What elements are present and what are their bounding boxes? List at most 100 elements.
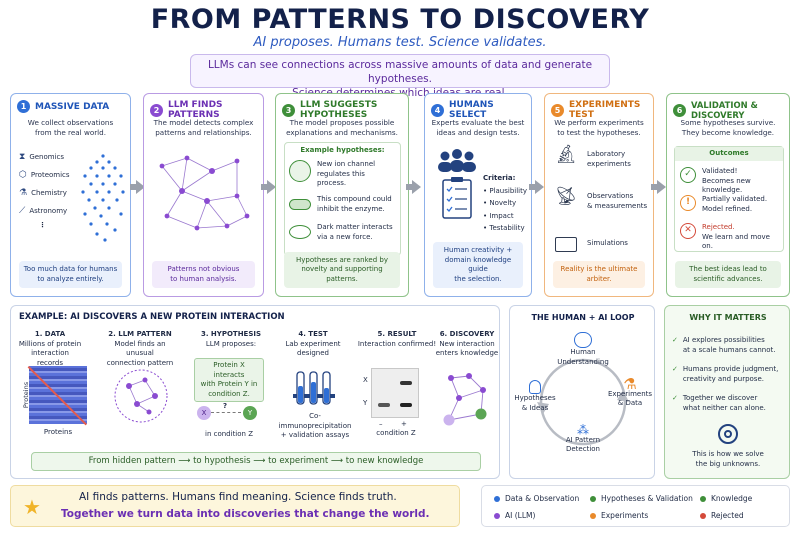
- legend-dot: [700, 495, 706, 502]
- dna-icon: ⧗: [19, 152, 26, 163]
- legend-dot: [590, 512, 596, 519]
- step-1-header: 1 MASSIVE DATA: [17, 100, 126, 113]
- step-2-footer-line2: to human analysis.: [170, 274, 237, 283]
- example-col-hypothesis: 3. HYPOTHESIS LLM proposes:: [191, 330, 271, 349]
- question-mark: ?: [223, 402, 228, 410]
- experiment-sim-line1: Simulations: [587, 239, 628, 248]
- experiment-obs-line1: Observations: [587, 192, 634, 200]
- hypothesis-1-line2: regulates this: [317, 169, 365, 178]
- why-item-line: at a scale humans cannot.: [682, 345, 776, 354]
- legend-item-rejected: Rejected: [700, 511, 744, 520]
- step-card-3: 3 LLM SUGGESTS HYPOTHESES The model prop…: [275, 93, 409, 297]
- outcome-partial: ! Partially validated.Model refined.: [680, 195, 767, 214]
- step-2-desc: The model detects complex patterns and r…: [150, 118, 257, 138]
- flow-arrow-4: [529, 180, 544, 194]
- alert-circle-icon: !: [680, 195, 696, 211]
- why-closing-line2: the big unknowns.: [695, 459, 761, 468]
- data-source-proteomics: ⬡Proteomics: [19, 167, 77, 185]
- data-source-genomics: ⧗Genomics: [19, 149, 77, 167]
- blot-label-x: X: [363, 376, 368, 384]
- step-2-header: 2 LLM FINDS PATTERNS: [150, 100, 259, 120]
- legend-item-knowledge: Knowledge: [700, 494, 752, 503]
- outcome-validated: ✓ Validated!Becomes new knowledge.: [680, 167, 783, 196]
- example-col-line1: Millions of protein: [18, 339, 82, 348]
- loop-node-exp-line1: Experiments: [607, 389, 653, 398]
- step-3-desc: The model proposes possible explanations…: [282, 118, 402, 138]
- example-col-line2: designed: [297, 349, 329, 357]
- step-4-title: HUMANS SELECT: [449, 100, 494, 120]
- example-panel: EXAMPLE: AI DISCOVERS A NEW PROTEIN INTE…: [10, 305, 500, 479]
- example-col-line2: connection pattern: [106, 358, 174, 367]
- step-5-footer: Reality is the ultimate arbiter.: [553, 261, 645, 288]
- step-2-number: 2: [150, 103, 163, 117]
- legend-dot: [590, 495, 596, 502]
- data-source-list: ⧗Genomics ⬡Proteomics ⚗Chemistry ⟋Astron…: [19, 149, 77, 235]
- hypothesis-link: [211, 412, 241, 413]
- step-4-footer-line2: domain knowledge guide: [444, 255, 512, 274]
- legend-item-hypotheses: Hypotheses & Validation: [590, 494, 693, 503]
- step-4-footer-line1: Human creativity +: [443, 246, 513, 254]
- step-6-desc: Some hypotheses survive. They become kno…: [673, 118, 783, 138]
- telescope-icon: ⟋: [19, 206, 26, 217]
- outcomes-title: Outcomes: [675, 147, 783, 161]
- step-4-desc-line2: ideas and design tests.: [436, 128, 520, 137]
- molecule-icon: ⬡: [19, 170, 27, 181]
- example-col-line1: Interaction confirmed!: [357, 339, 437, 348]
- step-2-footer: Patterns not obvious to human analysis.: [152, 261, 255, 288]
- step-5-number: 5: [551, 103, 564, 117]
- loop-node-ai: ⁂ AI Pattern Detection: [553, 424, 613, 455]
- loop-node-human-line2: Understanding: [557, 357, 609, 366]
- heatmap-diagonal: [27, 366, 87, 426]
- check-circle-icon: ✓: [680, 167, 696, 183]
- criterion-item: • Impact: [483, 211, 514, 220]
- hypothesis-condition: in condition Z: [205, 430, 253, 438]
- hypothesis-2-line2: inhibit the enzyme.: [317, 204, 385, 213]
- why-panel: WHY IT MATTERS ✓ AI explores possibiliti…: [664, 305, 790, 479]
- legend-dot: [494, 495, 500, 502]
- data-source-astronomy: ⟋Astronomy: [19, 203, 77, 221]
- page-subtitle: AI proposes. Humans test. Science valida…: [253, 35, 547, 50]
- example-col-heading: 1. DATA: [34, 330, 66, 338]
- experiment-lab-line1: Laboratory: [587, 150, 626, 158]
- example-col-line1: Lab experiment: [285, 339, 341, 348]
- step-5-header: 5 EXPERIMENTS TEST: [551, 100, 649, 120]
- step-4-number: 4: [431, 103, 444, 117]
- step-card-2: 2 LLM FINDS PATTERNS The model detects c…: [143, 93, 264, 297]
- example-col-data: 1. DATA Millions of protein interaction …: [17, 330, 83, 368]
- step-5-desc-line2: to test the hypotheses.: [557, 128, 641, 137]
- western-blot: [371, 368, 419, 418]
- step-1-footer-line1: Too much data for humans: [23, 265, 118, 273]
- hypothesis-3-line1: Dark matter interacts: [317, 223, 393, 231]
- blot-plus: +: [401, 420, 407, 428]
- heatmap-x-label: Proteins: [43, 428, 73, 436]
- node-x: X: [197, 406, 211, 420]
- why-item-line: Together we discover: [682, 394, 758, 402]
- step-2-desc-line1: The model detects complex: [153, 118, 254, 127]
- monitor-chart-icon: [555, 236, 577, 252]
- flow-arrow-5: [651, 180, 666, 194]
- step-card-4: 4 HUMANS SELECT Experts evaluate the bes…: [424, 93, 532, 297]
- protein-heatmap: [27, 366, 87, 426]
- step-3-desc-line2: explanations and mechanisms.: [286, 128, 398, 137]
- loop-title: THE HUMAN + AI LOOP: [531, 313, 635, 322]
- data-source-label: Chemistry: [31, 189, 67, 198]
- step-6-title: VALIDATION & DISCOVERY: [691, 100, 758, 120]
- step-1-number: 1: [17, 100, 30, 113]
- step-5-title: EXPERIMENTS TEST: [569, 100, 641, 120]
- step-5-footer-line2: arbiter.: [586, 274, 612, 283]
- why-item-line: what neither can alone.: [682, 403, 766, 412]
- pattern-graph-circle: [114, 369, 168, 423]
- example-col-line1: LLM proposes:: [205, 339, 257, 348]
- example-col-line2: interaction records: [31, 349, 69, 367]
- step-4-footer-line3: the selection.: [454, 274, 502, 283]
- example-col-heading: 4. TEST: [298, 330, 328, 338]
- cell-icon: [289, 160, 311, 182]
- why-item-line: AI explores possibilities: [682, 336, 765, 344]
- step-2-desc-line2: patterns and relationships.: [155, 128, 252, 137]
- hypothesis-statement: Protein X interacts with Protein Y in co…: [194, 358, 264, 402]
- example-hypotheses-title: Example hypotheses:: [300, 146, 385, 154]
